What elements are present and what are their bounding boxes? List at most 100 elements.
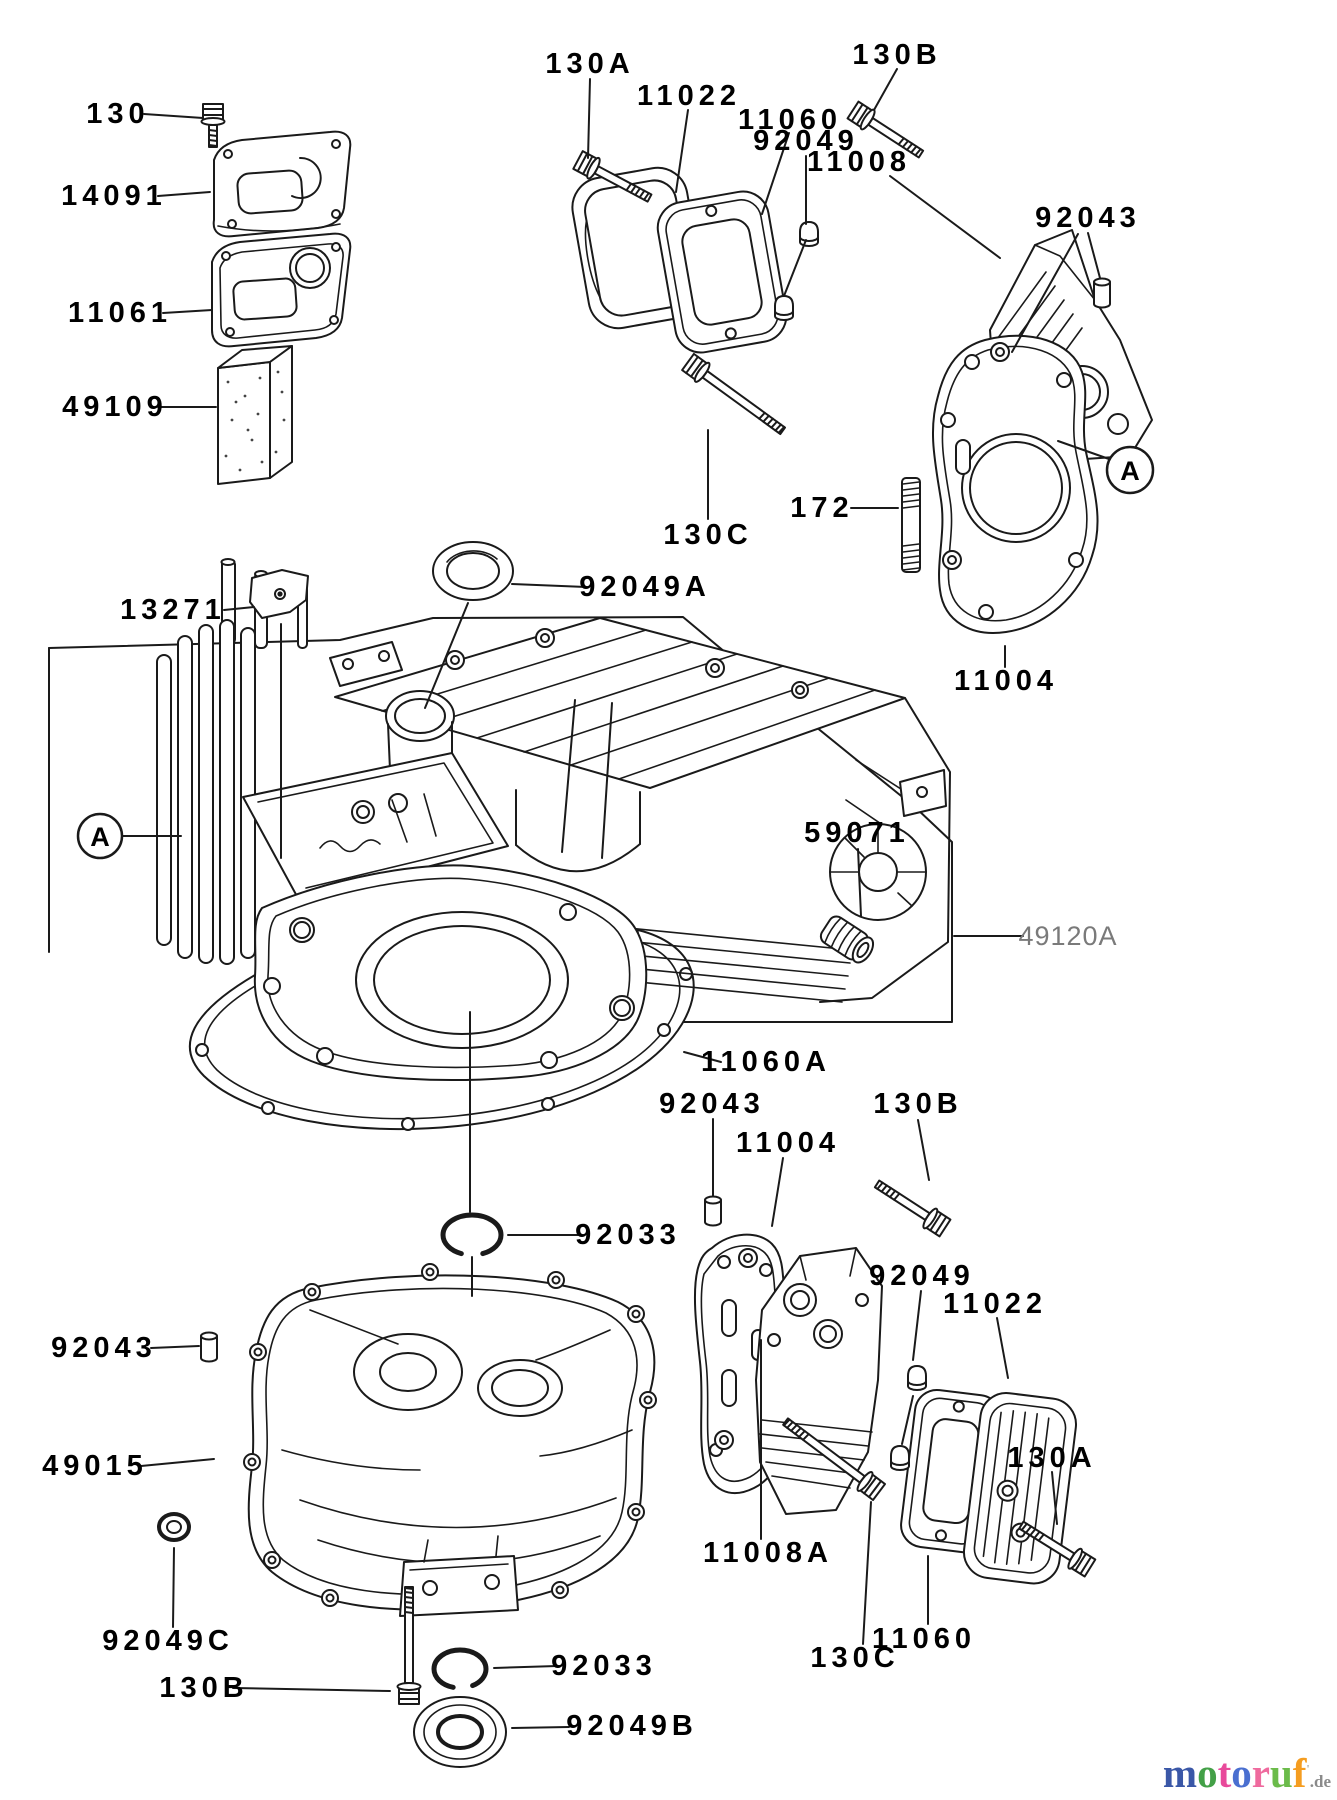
part-label-92049B: 92049B <box>566 1710 698 1742</box>
cap-nut-icons-92049-top <box>774 221 819 321</box>
part-label-92049-lower: 92049 <box>869 1260 975 1292</box>
part-label-92043-top: 92043 <box>1035 202 1141 234</box>
leader-line-92043-top-branch <box>1011 233 1079 353</box>
crankcase-cover-drawing-49015 <box>243 1263 657 1617</box>
leader-line-92049-top-branch <box>783 239 807 297</box>
leader-line-92033-lower <box>493 1665 558 1669</box>
leader-line-130B-top <box>873 68 898 111</box>
leader-line-130 <box>143 113 204 119</box>
part-label-130C-lower: 130C <box>810 1642 899 1674</box>
gasket-piece-drawing-13271 <box>249 569 309 619</box>
part-label-49015: 49015 <box>42 1450 148 1482</box>
leader-line-11061 <box>162 309 213 314</box>
stud-drawing-59071 <box>819 915 875 964</box>
part-label-11022-lower: 11022 <box>943 1288 1047 1320</box>
leader-line-130B-right <box>917 1119 930 1181</box>
part-label-92033-lower: 92033 <box>551 1650 657 1682</box>
part-label-49109: 49109 <box>62 391 168 423</box>
knock-pin-icon-92043-mid <box>704 1195 722 1227</box>
bolt-drawing-130b-right <box>869 1173 953 1239</box>
callout-text-a-right: A <box>1120 456 1140 486</box>
view-callouts: AA <box>76 445 1155 860</box>
callout-circle-a-right <box>1105 445 1155 495</box>
callout-circle-a-left <box>76 812 124 860</box>
leader-line-callout-a-right <box>1057 440 1110 460</box>
logo-tm-mark: ' <box>1306 1761 1310 1776</box>
callout-a-left: A <box>76 812 124 860</box>
leader-line-130A-lower <box>1051 1471 1058 1525</box>
bolt-drawing-130 <box>200 103 226 148</box>
oil-seal-drawing-92049c <box>157 1512 191 1542</box>
part-label-130B-right: 130B <box>873 1088 962 1120</box>
leader-line-130B-left <box>232 1687 391 1692</box>
part-label-92049-top: 92049 <box>753 125 859 157</box>
engine-block-drawing <box>156 558 951 1081</box>
leader-lines <box>122 68 1110 1729</box>
motoruf-logo: motoruf'.de <box>1163 1753 1331 1794</box>
oil-seal-drawing-92049b <box>413 1696 507 1768</box>
knock-pin-icon-92043-left <box>200 1331 218 1363</box>
part-label-172: 172 <box>790 492 853 524</box>
part-label-11004-bottom: 11004 <box>736 1127 840 1159</box>
part-label-92033-upper: 92033 <box>575 1219 681 1251</box>
part-label-130: 130 <box>86 98 149 130</box>
part-label-13271: 13271 <box>120 594 226 626</box>
leader-line-59071 <box>857 848 862 917</box>
leader-line-92049-lower <box>912 1290 922 1361</box>
part-label-49120A: 49120A <box>1018 921 1117 951</box>
cylinder-head-drawing-11008a <box>755 1247 883 1515</box>
leader-line-92049A-to-neck <box>424 602 469 709</box>
leader-line-92049A <box>511 583 587 588</box>
gasket-drawing-11061 <box>211 232 352 348</box>
leader-line-92043-left <box>150 1345 200 1349</box>
valve-cover-drawing-11022-lower <box>962 1392 1077 1585</box>
part-label-11008A: 11008A <box>703 1537 833 1569</box>
head-gasket-drawing-11004-top <box>931 334 1099 634</box>
leader-line-13271 <box>223 606 255 611</box>
leader-line-92049C <box>172 1547 175 1628</box>
part-label-92043-left: 92043 <box>51 1332 157 1364</box>
leader-line-14091 <box>157 191 211 197</box>
part-label-92049A: 92049A <box>579 571 711 603</box>
part-label-130B-top: 130B <box>852 39 941 71</box>
cover-plate-drawing-14091 <box>212 130 352 238</box>
part-label-11060-top: 11060 <box>738 104 842 136</box>
part-label-92049C: 92049C <box>102 1625 234 1657</box>
part-label-92043-mid: 92043 <box>659 1088 765 1120</box>
part-label-130A-top: 130A <box>545 48 634 80</box>
logo-char-1: o <box>1197 1750 1218 1796</box>
head-gasket-drawing-11060-top <box>656 190 788 354</box>
leader-line-11060-top <box>761 132 790 215</box>
leader-line-92043-top <box>1087 232 1101 279</box>
leader-line-130A-top <box>587 78 591 159</box>
logo-char-3: o <box>1231 1750 1252 1796</box>
part-labels: 1301409111061491091327192049A130A1102211… <box>42 39 1141 1742</box>
callout-text-a-left: A <box>90 822 110 852</box>
logo-char-5: u <box>1269 1750 1293 1796</box>
part-label-14091: 14091 <box>61 180 167 212</box>
knock-pin-icon-92043-top <box>1093 277 1111 309</box>
part-label-11060-lower: 11060 <box>872 1623 976 1655</box>
logo-char-6: f <box>1292 1750 1307 1796</box>
element-drawing-49109 <box>217 345 293 485</box>
leader-line-130C-lower <box>862 1501 872 1645</box>
part-label-130A-lower: 130A <box>1007 1442 1096 1474</box>
assembly-bracket-49120a <box>48 616 953 1067</box>
leader-line-92049B <box>511 1726 570 1729</box>
part-label-11022-top: 11022 <box>637 80 741 112</box>
leader-line-92049-lower-branch <box>901 1395 914 1445</box>
leader-line-11022-lower <box>996 1317 1009 1379</box>
logo-char-4: r <box>1251 1750 1270 1796</box>
o-ring-drawing-92033-lower <box>431 1647 489 1691</box>
part-label-59071: 59071 <box>804 817 910 849</box>
part-label-11060A: 11060A <box>701 1046 831 1078</box>
leader-line-11008 <box>889 175 1001 259</box>
logo-char-0: m <box>1162 1750 1198 1796</box>
leader-line-49015 <box>140 1458 215 1467</box>
leader-line-11060A <box>683 1051 722 1063</box>
part-label-11061: 11061 <box>68 297 172 329</box>
logo-char-2: t <box>1217 1750 1232 1796</box>
logo-domain-suffix: .de <box>1309 1772 1331 1791</box>
